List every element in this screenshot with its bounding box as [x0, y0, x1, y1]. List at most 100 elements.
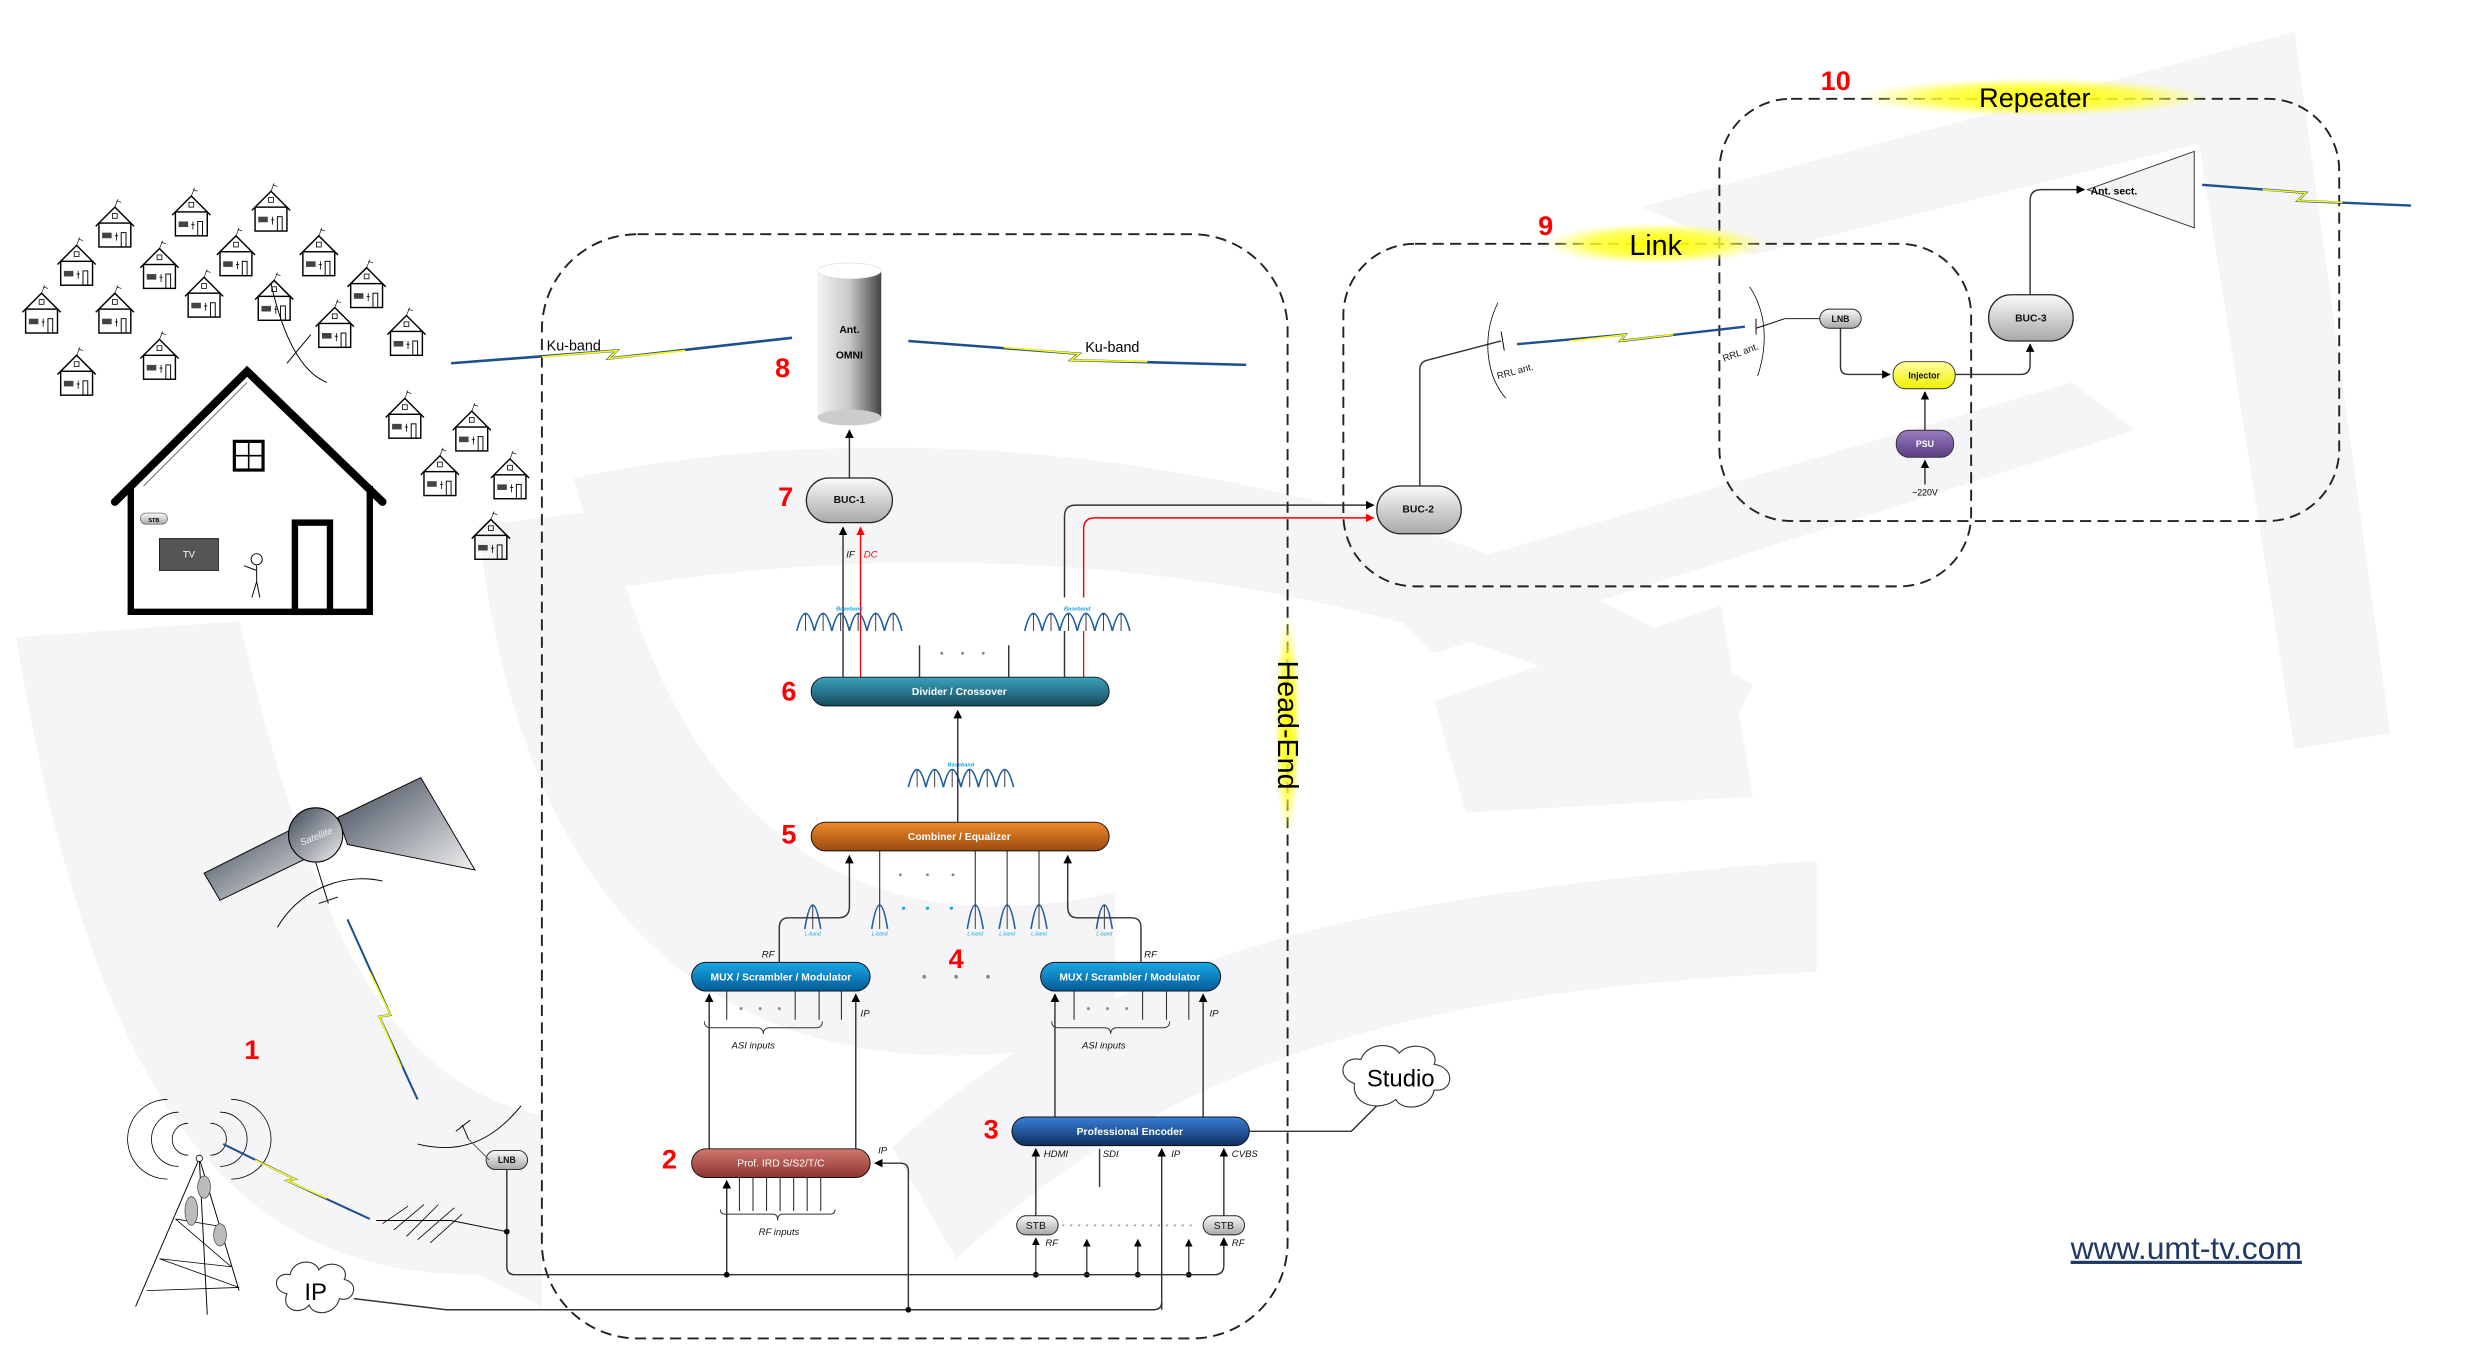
subscriber-house [346, 258, 387, 309]
head-end-glow [1274, 613, 1301, 837]
spectrum-label: Baseband [1064, 606, 1091, 612]
cvbs-label: CVBS [1232, 1149, 1259, 1160]
subscriber-house [21, 284, 62, 334]
asi-inputs [703, 991, 1190, 1035]
subscriber-house [139, 239, 180, 290]
lband-label: L-band [872, 931, 888, 937]
hdmi-label: HDMI [1044, 1149, 1069, 1160]
satellite: Satellite [203, 776, 476, 928]
ku-band-label-left: Ku-band [547, 339, 601, 355]
lband-label: L-band [805, 931, 821, 937]
rrl-link [1516, 325, 1746, 346]
stb-right[interactable] [1202, 1215, 1246, 1236]
ip-cloud-label: IP [304, 1279, 327, 1306]
link-box [1342, 242, 1973, 588]
mux-scrambler-modulator-right[interactable] [1040, 961, 1222, 992]
sector-antenna [2086, 150, 2195, 229]
step-4: 4 [949, 943, 964, 974]
repeater-number: 10 [1821, 65, 1851, 96]
lband-label: L-band [999, 931, 1015, 937]
subscriber-house [384, 389, 425, 439]
rf-label-mux-left: RF [762, 950, 776, 961]
lband-label: L-band [1031, 931, 1047, 937]
ip-label-ird: IP [878, 1146, 888, 1157]
buc-3[interactable] [1988, 294, 2074, 342]
spectrum-label: Baseband [836, 606, 863, 612]
lband-carrier: L-band [804, 904, 822, 937]
tv [158, 538, 219, 571]
lnb-right-label: LNB [1831, 314, 1849, 324]
combiner-equalizer[interactable] [810, 821, 1110, 852]
stb-left[interactable] [1016, 1215, 1059, 1236]
injector[interactable] [1892, 361, 1956, 390]
subscriber-house [419, 446, 460, 497]
asi-inputs-label-right: ASI inputs [1081, 1040, 1126, 1051]
subscriber-house [171, 187, 212, 237]
tv-label: TV [183, 550, 196, 561]
subscriber-house [94, 198, 135, 248]
buc-3-label: BUC-3 [2015, 313, 2047, 324]
ip-cloud: IP [276, 1261, 355, 1314]
satellite-downlink [346, 918, 419, 1100]
buc-1-label: BUC-1 [834, 495, 866, 506]
buc-1[interactable] [805, 477, 894, 524]
subscriber-house [251, 182, 291, 232]
professional-ird[interactable] [691, 1148, 871, 1178]
ip-label-mux-left: IP [861, 1009, 871, 1020]
if-label: IF [846, 550, 856, 561]
injector-label: Injector [1908, 370, 1940, 380]
antenna-label-1: Ant. [839, 325, 859, 336]
step-7: 7 [778, 481, 793, 512]
step-3: 3 [984, 1113, 999, 1144]
lband-carrier: L-band [870, 904, 889, 937]
subscriber-house [298, 227, 339, 277]
lnb-left[interactable] [485, 1149, 529, 1171]
psu-label: PSU [1916, 439, 1934, 449]
ku-band-link-right: Ku-band [908, 339, 1247, 367]
link-title-glow [1544, 223, 1768, 265]
ird-label: Prof. IRD S/S2/T/C [737, 1159, 825, 1170]
rf-inputs-label: RF inputs [759, 1227, 800, 1238]
step-6: 6 [781, 675, 796, 706]
subscriber-house [490, 450, 530, 500]
dc-label: DC [864, 550, 878, 561]
lband-carrier: L-band [966, 904, 985, 937]
step-2: 2 [662, 1144, 677, 1175]
subscriber-house [139, 330, 180, 381]
buc-2[interactable] [1376, 485, 1462, 535]
antenna-label-2: OMNI [836, 351, 863, 362]
sdi-label: SDI [1103, 1149, 1119, 1160]
terrestrial-link [222, 1143, 507, 1244]
omni-antenna: Ant. OMNI [817, 262, 882, 426]
rf-label-stb-right: RF [1232, 1238, 1246, 1249]
spectrum: Baseband [907, 762, 1015, 788]
encoder-label: Professional Encoder [1077, 1127, 1183, 1138]
link-title: Link [1629, 230, 1682, 262]
repeater-title-glow [1859, 78, 2211, 117]
asi-inputs-label-left: ASI inputs [730, 1040, 775, 1051]
mains-label: ~220V [1912, 488, 1938, 498]
spectrum: Baseband [1023, 606, 1131, 632]
studio-cloud: Studio [1342, 1045, 1451, 1108]
terrestrial-tower [127, 1099, 272, 1315]
subscriber-house [184, 268, 224, 318]
subscriber-house [314, 298, 355, 349]
subscriber-house [451, 402, 492, 452]
stb-left-label: STB [1026, 1221, 1046, 1232]
mux-scrambler-modulator-left[interactable] [691, 961, 871, 992]
lband-carrier: L-band [1095, 904, 1114, 937]
ant-sect-label: Ant. sect. [2091, 186, 2138, 197]
divider-crossover[interactable] [810, 676, 1110, 707]
step-8: 8 [775, 352, 790, 383]
website-link[interactable]: www.umt-tv.com [2070, 1230, 2302, 1266]
subscriber-house [386, 306, 427, 357]
ku-band-label-right: Ku-band [1085, 340, 1139, 356]
rf-label-mux-right: RF [1144, 950, 1158, 961]
lband-carrier: L-band [998, 904, 1016, 937]
studio-cloud-label: Studio [1367, 1066, 1435, 1093]
step-1: 1 [244, 1034, 259, 1065]
home-stb-label: STB [148, 518, 159, 524]
home-house: STB TV [110, 283, 387, 616]
